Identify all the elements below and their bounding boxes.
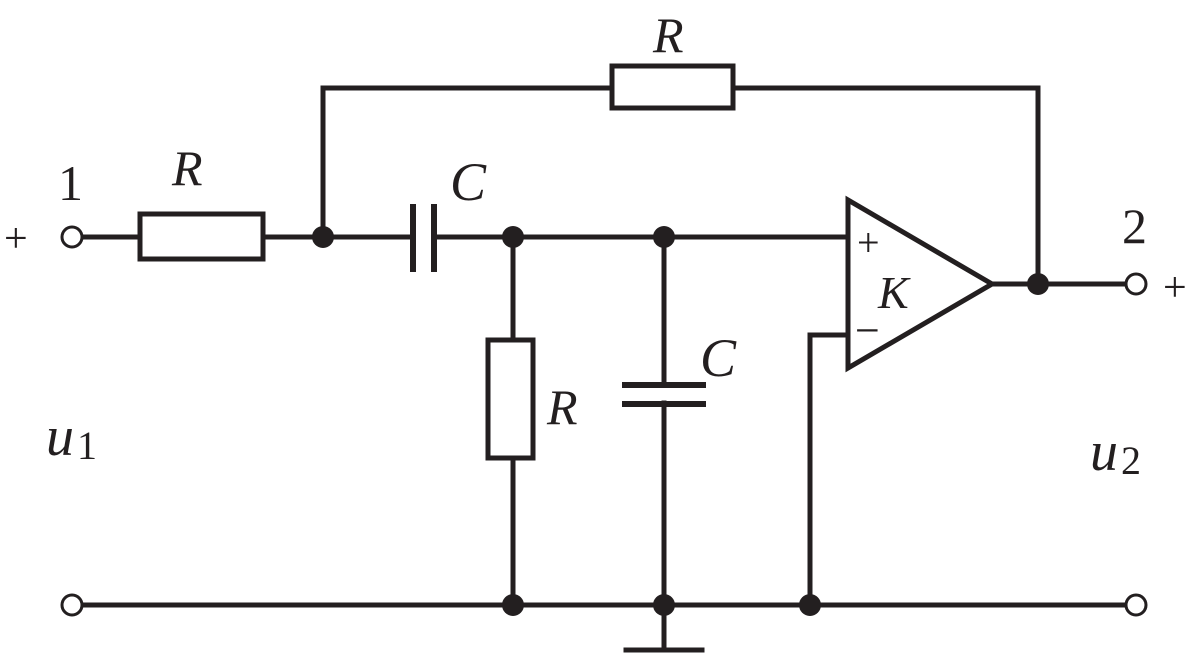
label-r-input: R (171, 140, 203, 196)
label-amp-plus: + (857, 220, 880, 265)
wires (77, 85, 1129, 653)
label-c-series: C (450, 152, 487, 212)
terminals (60, 225, 1148, 617)
label-node-out: 2 (1122, 198, 1147, 254)
terminal-output (1124, 272, 1148, 296)
resistor-feedback (609, 63, 736, 111)
label-amp-minus: − (855, 306, 880, 355)
junction-ground-r (502, 594, 524, 616)
label-c-shunt: C (700, 328, 737, 388)
label-u-in-base: u (46, 406, 74, 468)
wire-feedback-left (320, 85, 615, 240)
label-u-in-sub: 1 (77, 423, 97, 468)
resistor-input (137, 211, 266, 262)
wire-amp-minus-to-ground (807, 332, 851, 608)
junction-node-c (653, 226, 675, 248)
junction-ground-c (653, 594, 675, 616)
terminal-ground-left (60, 593, 84, 617)
label-r-shunt: R (546, 379, 578, 435)
label-r-feedback: R (652, 7, 684, 63)
junction-output (1027, 273, 1049, 295)
junctions (312, 226, 1049, 616)
capacitor-series (410, 204, 437, 272)
label-u-in: u1 (46, 406, 97, 468)
junction-node-a (312, 226, 334, 248)
label-amp-gain: K (877, 267, 911, 318)
label-u-out-base: u (1090, 421, 1118, 483)
label-out-plus: + (1163, 265, 1187, 311)
label-in-plus: + (4, 216, 28, 262)
junction-node-b (502, 226, 524, 248)
op-amp (845, 195, 997, 373)
capacitor-shunt (622, 382, 706, 407)
terminal-input (60, 225, 84, 249)
resistor-shunt (485, 337, 536, 461)
label-u-out-sub: 2 (1121, 438, 1141, 483)
wire-feedback-right (730, 85, 1041, 287)
terminal-ground-right (1124, 593, 1148, 617)
junction-ground-amp (799, 594, 821, 616)
label-node-in: 1 (58, 155, 83, 211)
label-u-out: u2 (1090, 421, 1141, 483)
